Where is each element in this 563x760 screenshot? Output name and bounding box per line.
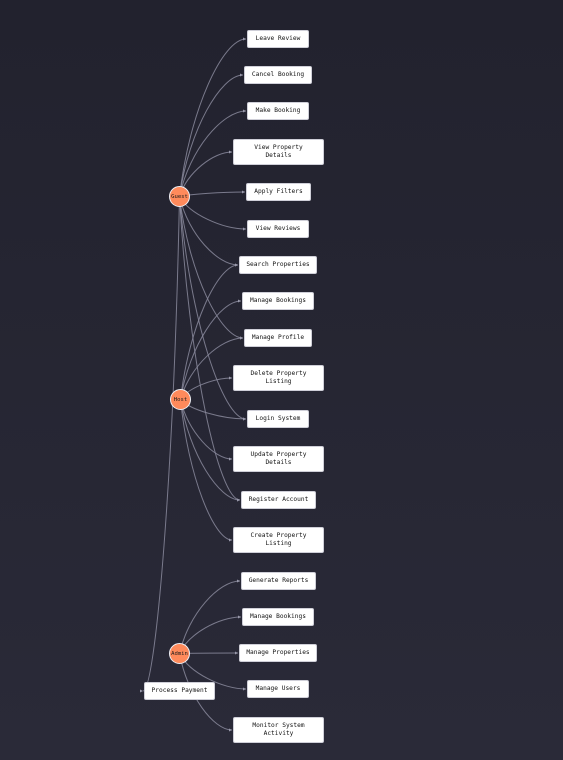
use-case-manage-bookings-admin: Manage Bookings: [242, 608, 314, 626]
use-case-register-account: Register Account: [241, 491, 316, 509]
use-case-view-reviews: View Reviews: [247, 220, 309, 238]
use-case-manage-bookings: Manage Bookings: [242, 292, 314, 310]
arrowhead-admin-manage-users: [243, 687, 246, 691]
edge-guest-cancel-booking: [179, 74, 244, 197]
use-case-process-payment: Process Payment: [144, 682, 215, 700]
arrowhead-guest-apply-filters: [242, 190, 245, 194]
use-case-monitor-system-activity: Monitor System Activity: [233, 717, 324, 743]
edge-guest-register-account: [179, 196, 241, 501]
arrowhead-guest-view-reviews: [243, 227, 246, 231]
arrowhead-admin-manage-properties: [235, 651, 238, 655]
use-case-update-property-details: Update Property Details: [233, 446, 324, 472]
edge-guest-manage-profile: [179, 196, 244, 339]
arrowhead-host-delete-property-listing: [229, 376, 232, 380]
arrowhead-host-update-property-details: [229, 457, 232, 461]
use-case-leave-review: Leave Review: [247, 30, 309, 48]
use-case-manage-profile: Manage Profile: [244, 329, 312, 347]
arrowhead-host-create-property-listing: [229, 538, 232, 542]
use-case-generate-reports: Generate Reports: [241, 572, 316, 590]
edge-guest-make-booking: [179, 110, 247, 197]
edge-admin-monitor-system-activity: [179, 653, 233, 731]
arrowhead-admin-monitor-system-activity: [229, 728, 232, 732]
arrowhead-host-login-system: [243, 417, 246, 421]
edge-host-register-account: [180, 399, 241, 501]
edge-host-search-properties: [180, 264, 239, 400]
arrowhead-admin-generate-reports: [237, 579, 240, 583]
use-case-manage-properties: Manage Properties: [239, 644, 317, 662]
use-case-apply-filters: Apply Filters: [246, 183, 311, 201]
edge-host-manage-bookings: [180, 300, 242, 400]
arrowhead-host-manage-profile: [240, 336, 243, 340]
arrowhead-guest-leave-review: [243, 37, 246, 41]
edge-guest-leave-review: [179, 38, 247, 197]
edge-guest-login-system: [179, 196, 247, 420]
use-case-cancel-booking: Cancel Booking: [244, 66, 312, 84]
use-case-manage-users: Manage Users: [247, 680, 309, 698]
edge-guest-search-properties: [179, 196, 239, 266]
actor-admin: Admin: [169, 643, 190, 664]
use-case-view-property-details: View Property Details: [233, 139, 324, 165]
arrowhead-guest-make-booking: [243, 109, 246, 113]
arrowhead-guest-cancel-booking: [240, 73, 243, 77]
edge-admin-generate-reports: [179, 580, 241, 654]
arrowhead-host-register-account: [237, 498, 240, 502]
edge-host-create-property-listing: [180, 399, 233, 541]
actor-guest: Guest: [169, 186, 190, 207]
arrowhead-guest-process-payment: [140, 689, 143, 693]
edge-guest-process-payment: [142, 196, 180, 692]
use-case-search-properties: Search Properties: [239, 256, 317, 274]
arrowhead-host-manage-bookings: [238, 299, 241, 303]
arrowhead-guest-view-property-details: [229, 150, 232, 154]
arrowhead-host-search-properties: [235, 263, 238, 267]
use-case-create-property-listing: Create Property Listing: [233, 527, 324, 553]
use-case-make-booking: Make Booking: [247, 102, 309, 120]
actor-host: Host: [170, 389, 191, 410]
use-case-login-system: Login System: [247, 410, 309, 428]
use-case-delete-property-listing: Delete Property Listing: [233, 365, 324, 391]
arrowhead-admin-manage-bookings-admin: [238, 615, 241, 619]
